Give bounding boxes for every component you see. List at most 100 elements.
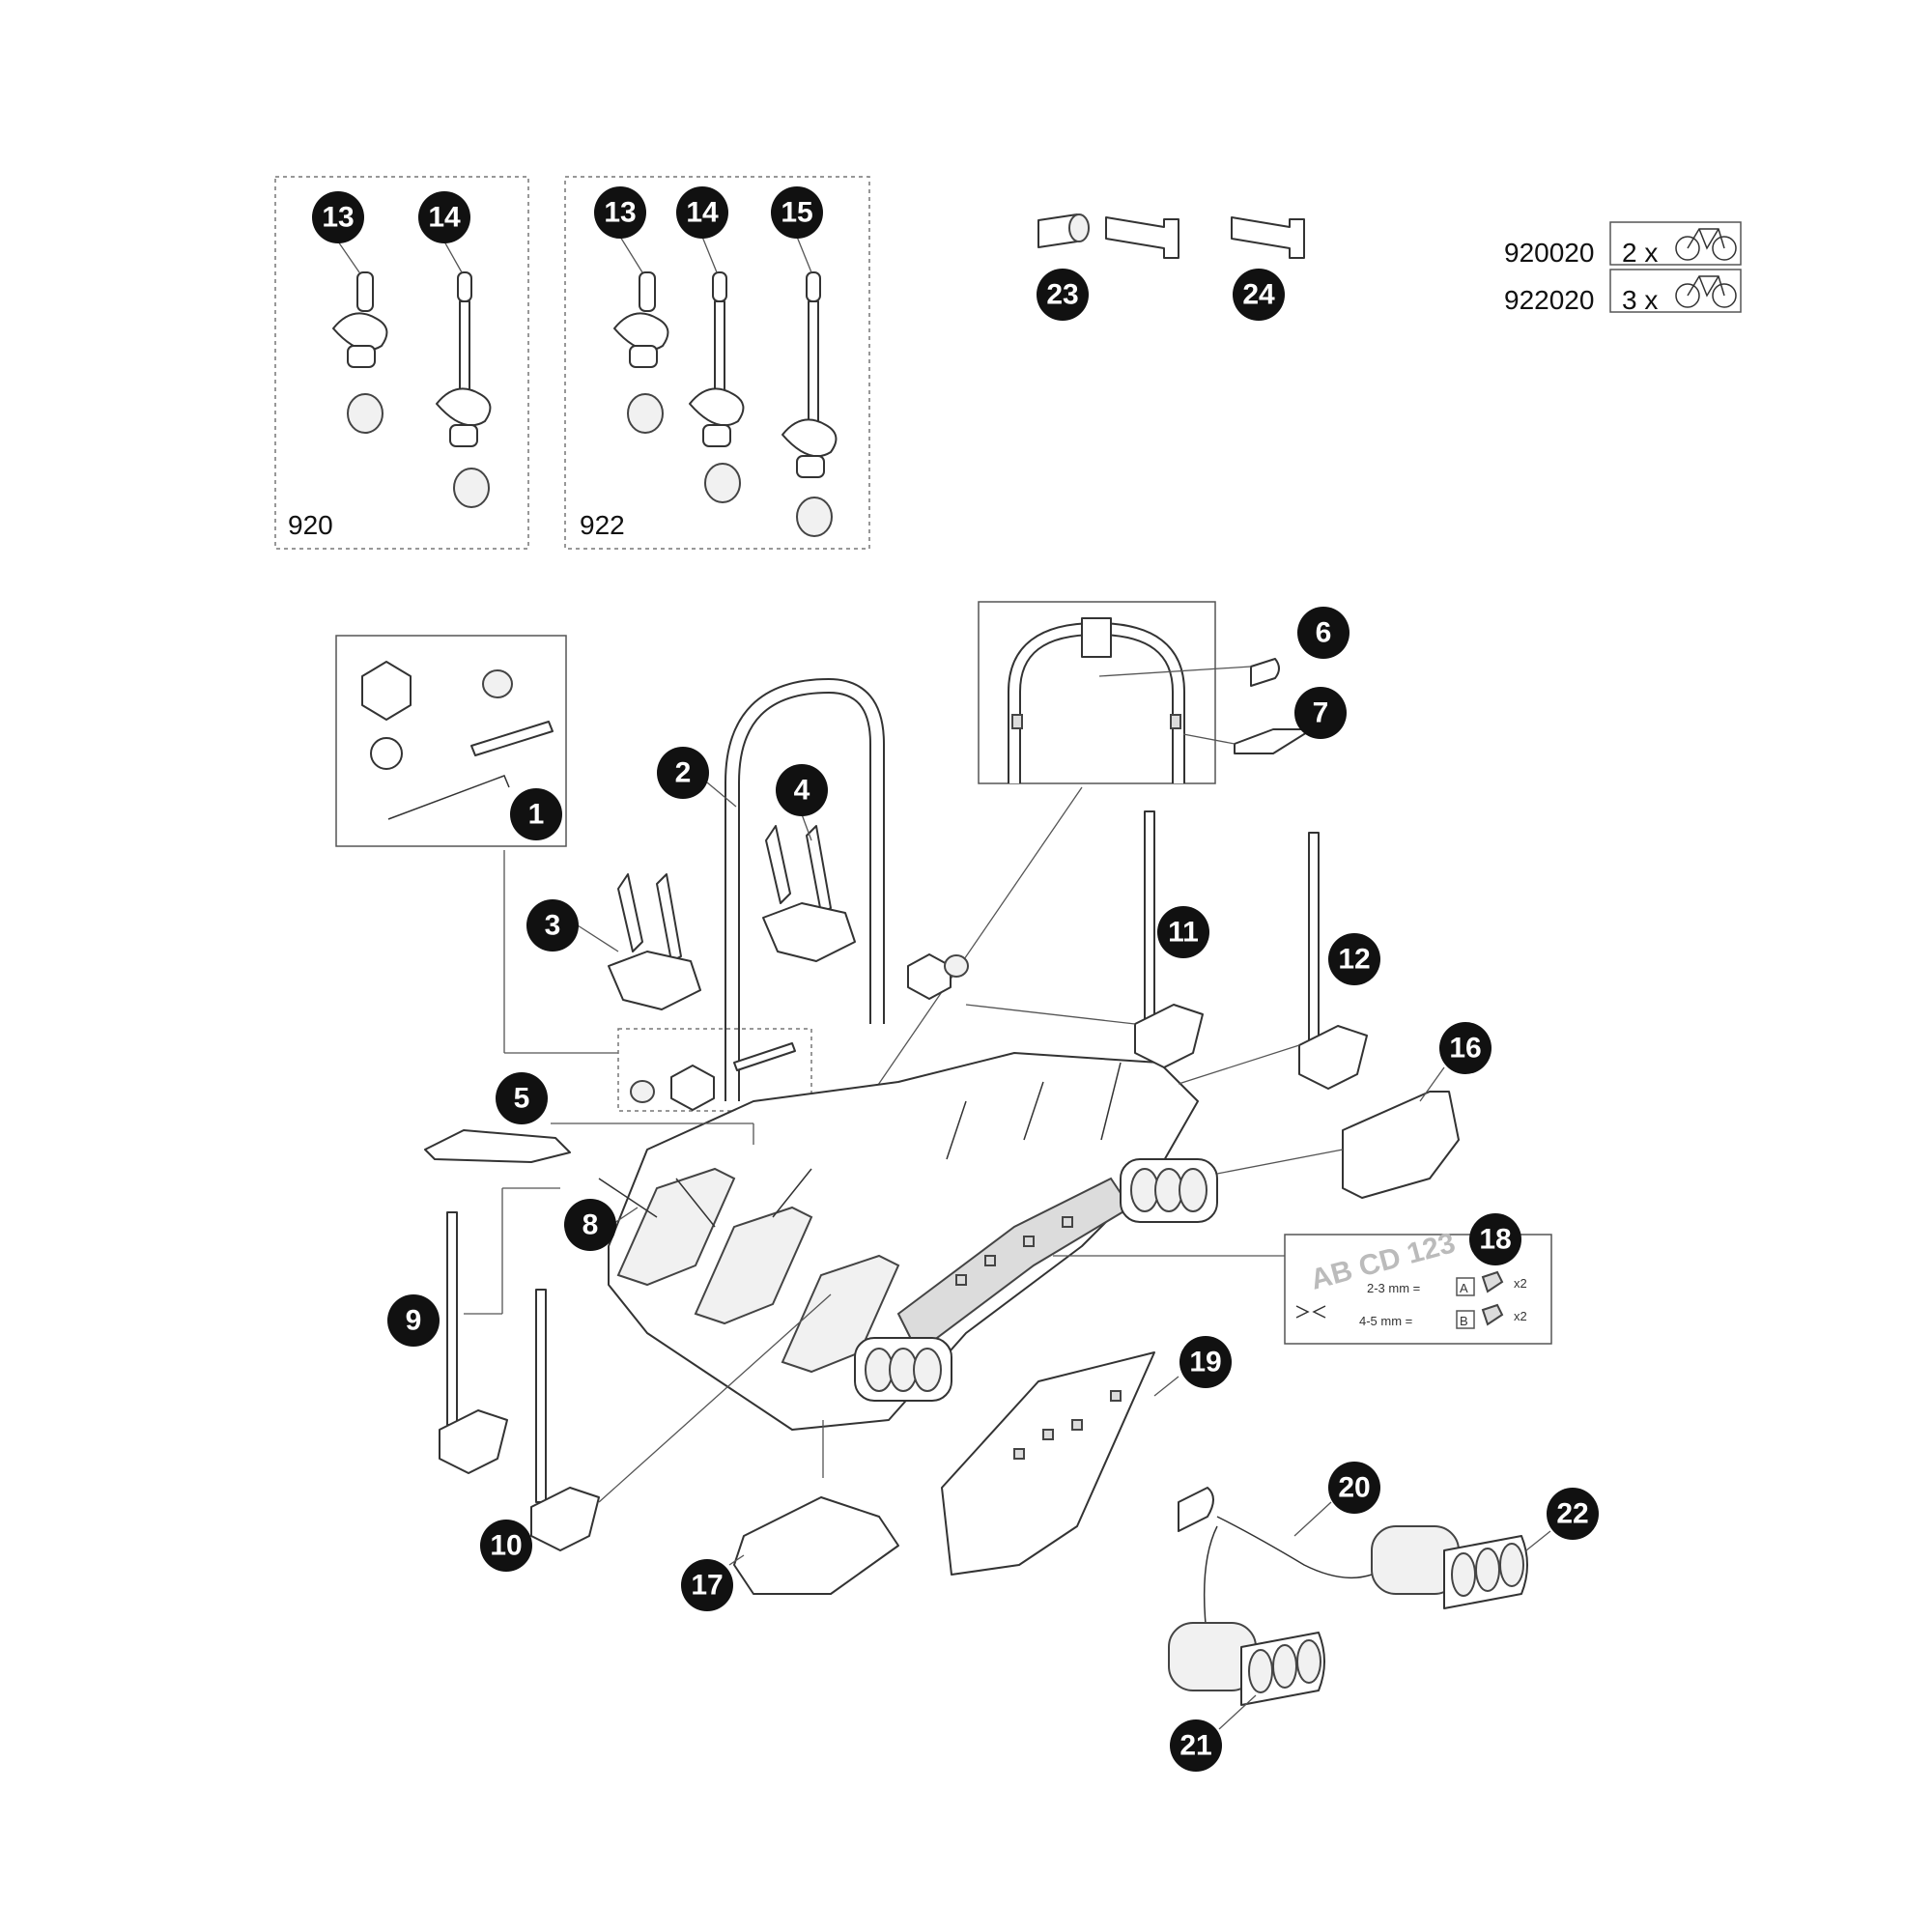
model-table: 920020 2 x 922020 3 x bbox=[1504, 221, 1742, 315]
callout-11: 11 bbox=[1157, 906, 1209, 958]
screw-6 bbox=[1250, 658, 1280, 687]
svg-text:9: 9 bbox=[406, 1305, 422, 1337]
wheel-holder-3 bbox=[608, 873, 701, 1010]
long-frame-holder-922 bbox=[781, 271, 838, 537]
folding-arch bbox=[724, 678, 885, 1101]
long-frame-holder-920 bbox=[436, 271, 492, 508]
kit-920-box: 920 bbox=[274, 176, 529, 550]
knob bbox=[361, 661, 412, 721]
callout-10: 10 bbox=[480, 1520, 532, 1572]
rear-light-left-on-carrier bbox=[854, 1337, 952, 1402]
key-24 bbox=[1231, 216, 1305, 259]
letter-a: A bbox=[1460, 1281, 1468, 1295]
callout-2: 2 bbox=[657, 747, 709, 799]
svg-text:18: 18 bbox=[1479, 1224, 1511, 1256]
key-23 bbox=[1105, 216, 1179, 259]
svg-text:23: 23 bbox=[1046, 279, 1078, 311]
callout-13-kit922: 13 bbox=[594, 186, 646, 239]
strap-12 bbox=[1298, 832, 1368, 1090]
model-count-1: 3 x bbox=[1622, 285, 1658, 315]
callout-22: 22 bbox=[1547, 1488, 1599, 1540]
letter-b: B bbox=[1460, 1314, 1468, 1328]
svg-text:20: 20 bbox=[1338, 1472, 1370, 1504]
svg-text:10: 10 bbox=[490, 1530, 522, 1562]
model-code-1: 922020 bbox=[1504, 285, 1594, 315]
kit-922-box: 922 bbox=[564, 176, 870, 550]
svg-text:15: 15 bbox=[781, 197, 812, 229]
qty-b: x2 bbox=[1514, 1309, 1527, 1323]
svg-text:4: 4 bbox=[794, 775, 810, 807]
callout-24: 24 bbox=[1233, 269, 1285, 321]
kit-922-label: 922 bbox=[580, 510, 625, 540]
callout-1: 1 bbox=[510, 788, 562, 840]
short-frame-holder-920 bbox=[332, 271, 388, 434]
rear-light-right-on-carrier bbox=[1120, 1158, 1218, 1223]
svg-text:3: 3 bbox=[545, 910, 561, 942]
wheel-holder-4 bbox=[762, 825, 856, 962]
svg-text:13: 13 bbox=[322, 202, 354, 234]
callout-5: 5 bbox=[496, 1072, 548, 1124]
svg-text:16: 16 bbox=[1449, 1033, 1481, 1065]
carrier-body bbox=[598, 1052, 1199, 1431]
bicycle-icon bbox=[1675, 275, 1737, 308]
callout-3: 3 bbox=[526, 899, 579, 952]
svg-text:2: 2 bbox=[675, 757, 692, 789]
callout-9: 9 bbox=[387, 1294, 440, 1347]
strap-11 bbox=[1134, 810, 1204, 1068]
spacer bbox=[370, 737, 403, 770]
callout-13-kit920: 13 bbox=[312, 191, 364, 243]
lock-cylinder bbox=[1037, 213, 1090, 248]
svg-text:7: 7 bbox=[1313, 697, 1329, 729]
callout-7: 7 bbox=[1294, 687, 1347, 739]
cover-5 bbox=[424, 1129, 571, 1163]
svg-text:24: 24 bbox=[1242, 279, 1275, 311]
svg-text:8: 8 bbox=[582, 1209, 599, 1241]
arch-detail-box bbox=[978, 601, 1216, 784]
svg-text:1: 1 bbox=[528, 799, 545, 831]
callout-20: 20 bbox=[1328, 1462, 1380, 1514]
callout-14-kit920: 14 bbox=[418, 191, 470, 243]
svg-text:22: 22 bbox=[1556, 1498, 1588, 1530]
callout-4: 4 bbox=[776, 764, 828, 816]
callout-15-kit922: 15 bbox=[771, 186, 823, 239]
svg-text:19: 19 bbox=[1189, 1347, 1221, 1378]
svg-text:13: 13 bbox=[604, 197, 636, 229]
callout-14-kit922: 14 bbox=[676, 186, 728, 239]
hardware-kit-box bbox=[335, 635, 567, 847]
thickness-a: 2-3 mm = bbox=[1367, 1281, 1420, 1295]
kit-920-label: 920 bbox=[288, 510, 333, 540]
strap-10 bbox=[530, 1289, 600, 1551]
plate-holder-19 bbox=[941, 1351, 1155, 1576]
qty-a: x2 bbox=[1514, 1276, 1527, 1291]
callout-8: 8 bbox=[564, 1199, 616, 1251]
callout-19: 19 bbox=[1179, 1336, 1232, 1388]
end-cap-17 bbox=[733, 1496, 899, 1595]
callout-16: 16 bbox=[1439, 1022, 1492, 1074]
model-count-0: 2 x bbox=[1622, 238, 1658, 268]
svg-text:11: 11 bbox=[1168, 917, 1199, 949]
svg-text:6: 6 bbox=[1316, 617, 1332, 649]
rear-light-22 bbox=[1371, 1525, 1528, 1609]
svg-text:5: 5 bbox=[514, 1083, 530, 1115]
callout-21: 21 bbox=[1170, 1719, 1222, 1772]
callout-17: 17 bbox=[681, 1559, 733, 1611]
bolt bbox=[470, 721, 554, 756]
svg-text:14: 14 bbox=[428, 202, 461, 234]
thickness-b: 4-5 mm = bbox=[1359, 1314, 1412, 1328]
clip-7 bbox=[1234, 728, 1313, 754]
svg-text:21: 21 bbox=[1179, 1730, 1211, 1762]
medium-frame-holder-922 bbox=[689, 271, 745, 503]
strap-9 bbox=[439, 1211, 508, 1474]
svg-text:14: 14 bbox=[686, 197, 719, 229]
allen-key bbox=[387, 775, 510, 820]
callout-23: 23 bbox=[1037, 269, 1089, 321]
callout-12: 12 bbox=[1328, 933, 1380, 985]
bicycle-icon bbox=[1675, 228, 1737, 261]
callout-18: 18 bbox=[1469, 1213, 1521, 1265]
model-code-0: 920020 bbox=[1504, 238, 1594, 268]
callout-6: 6 bbox=[1297, 607, 1350, 659]
washer bbox=[482, 669, 513, 698]
svg-text:17: 17 bbox=[691, 1570, 723, 1602]
side-clamp-16 bbox=[1342, 1091, 1460, 1199]
